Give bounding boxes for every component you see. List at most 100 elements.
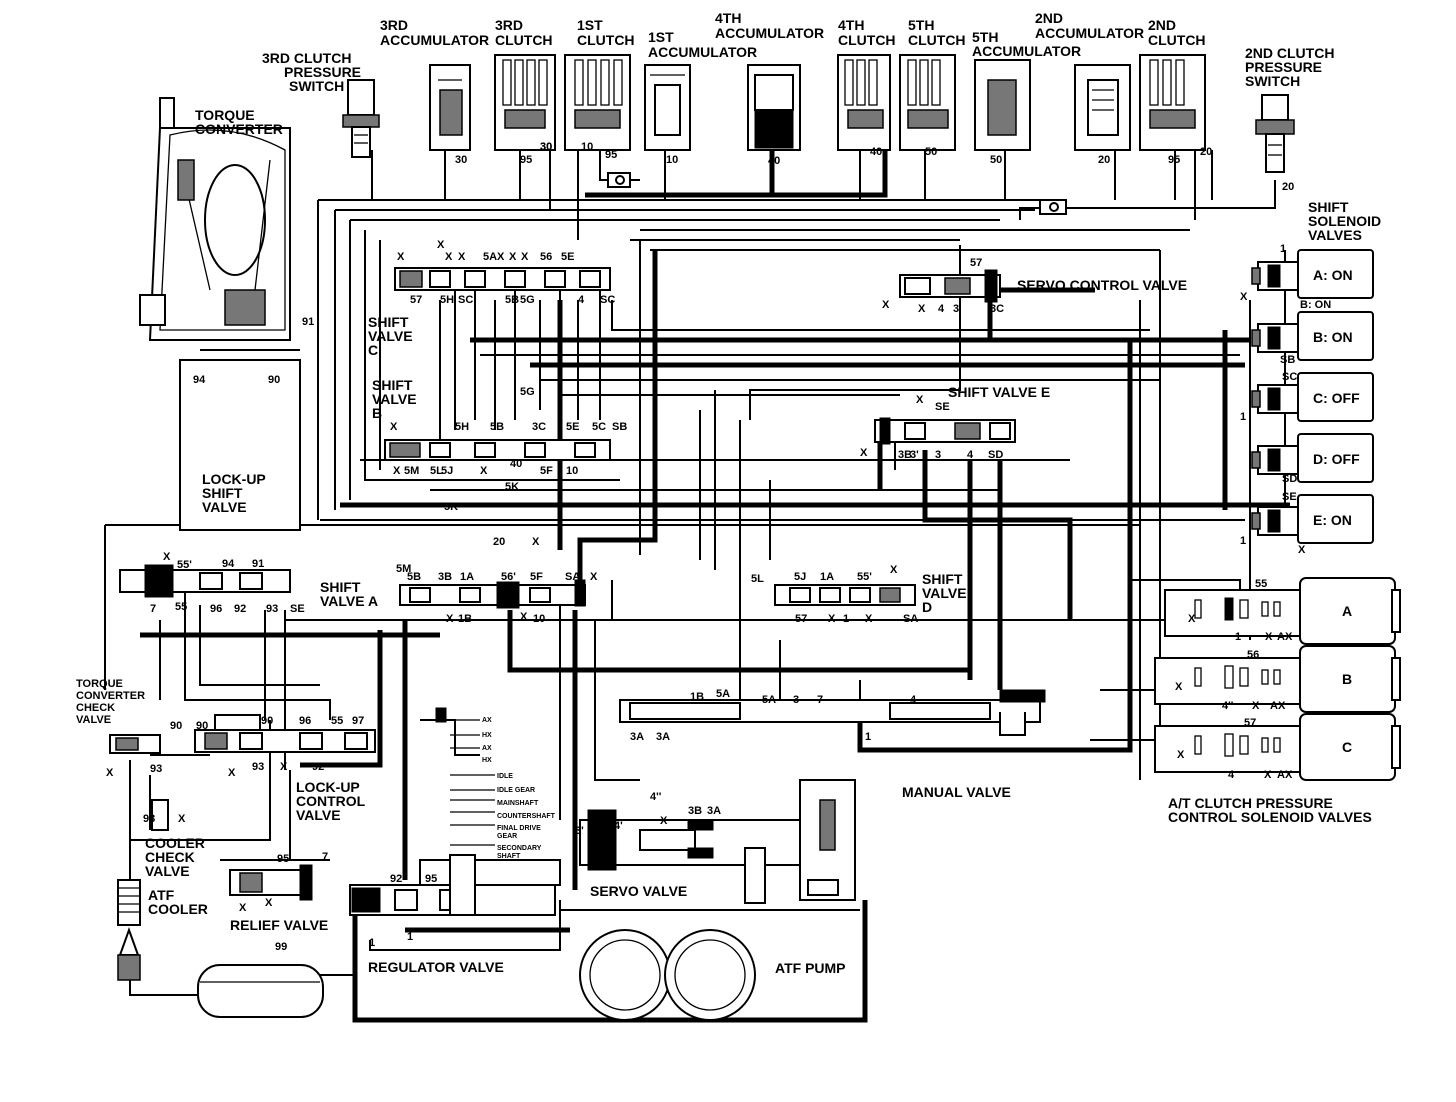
port-label: SD — [988, 449, 1003, 461]
port-label: 1 — [1240, 535, 1246, 547]
port-label: 55 — [1255, 578, 1267, 590]
port-label: 20 — [493, 536, 505, 548]
port-label: 90 — [268, 374, 280, 386]
port-label: X — [437, 239, 445, 251]
port-label: 3' — [575, 825, 584, 837]
port-label: 93 — [252, 761, 264, 773]
port-label: SE — [1282, 491, 1297, 503]
port-label: 3C — [990, 303, 1004, 315]
port-label: 10 — [581, 141, 593, 153]
port-label: X — [882, 299, 890, 311]
shift-solenoid-state: D: OFF — [1313, 451, 1360, 467]
port-label: 5A — [716, 688, 730, 700]
port-label: 56 — [540, 251, 552, 263]
port-label: 90 — [170, 720, 182, 732]
port-label: 5M — [404, 465, 419, 477]
shift-solenoid-c: C: OFF — [1251, 372, 1374, 422]
port-label: 4 — [578, 294, 585, 306]
shaft-labels: AX HX AX HX IDLE IDLE GEAR MAINSHAFT COU… — [482, 717, 556, 860]
shift-solenoid-state: B: ON — [1313, 329, 1353, 345]
port-label: 5H — [440, 294, 454, 306]
port-label: X — [1264, 769, 1272, 781]
port-label: 40 — [870, 146, 882, 158]
port-label: X — [397, 251, 405, 263]
port-label: 5F — [540, 465, 553, 477]
port-label: 5E — [561, 251, 574, 263]
port-label: X — [1188, 613, 1196, 625]
port-label: 7 — [150, 603, 156, 615]
port-label: 56 — [1247, 649, 1259, 661]
port-label: X — [228, 767, 236, 779]
port-label: 4 — [967, 449, 974, 461]
pressure-solenoid-label: C — [1342, 739, 1352, 755]
torque-converter-check-valve — [109, 734, 161, 754]
port-label: 57 — [1244, 717, 1256, 729]
port-label: 5B — [407, 571, 421, 583]
port-label: X — [918, 303, 926, 315]
port-label: AX — [1277, 631, 1293, 643]
label-servo-control-valve: SERVO CONTROL VALVE — [1017, 277, 1187, 293]
atf-cooler — [117, 879, 141, 981]
pressure-solenoid-c: C — [1154, 713, 1401, 781]
port-label: 91 — [252, 558, 264, 570]
port-label: X — [1252, 700, 1260, 712]
port-label: 92 — [390, 873, 402, 885]
second-clutch-pressure-switch — [1255, 94, 1295, 173]
torque-converter — [139, 97, 301, 531]
label-regulator-valve: REGULATOR VALVE — [368, 959, 504, 975]
port-label: 94 — [193, 374, 206, 386]
port-label: 94 — [222, 558, 235, 570]
port-label: X — [480, 465, 488, 477]
port-label: X — [390, 421, 398, 433]
port-label: X — [1175, 681, 1183, 693]
port-label: X — [660, 815, 668, 827]
port-label: 3B — [438, 571, 452, 583]
fifth-accumulator — [974, 59, 1031, 151]
check-ball-valves — [607, 172, 1067, 215]
port-label: 1 — [1280, 243, 1286, 255]
port-label: SE — [935, 401, 950, 413]
pressure-solenoid-label: B — [1342, 671, 1352, 687]
port-label: X — [393, 465, 401, 477]
port-label: X — [509, 251, 517, 263]
lock-up-control-valve — [194, 714, 376, 753]
port-label: 3A — [630, 731, 644, 743]
hydraulic-lines — [104, 150, 1310, 1023]
atf-pump — [579, 929, 756, 1021]
shaft-label: GEAR — [497, 833, 517, 840]
port-label: 56' — [501, 571, 516, 583]
port-label: 55' — [857, 571, 872, 583]
port-label: 5K — [505, 481, 519, 493]
port-label: X — [520, 611, 528, 623]
port-label: 95 — [1168, 154, 1180, 166]
port-label: 91 — [302, 316, 314, 328]
shift-solenoid-d: D: OFF — [1251, 433, 1374, 483]
servo-valve — [579, 779, 856, 904]
port-label: 4 — [910, 694, 917, 706]
port-label: 1 — [407, 931, 413, 943]
port-label: 50 — [925, 146, 937, 158]
shaft-label: IDLE — [497, 773, 513, 780]
port-label: 55 — [331, 715, 343, 727]
port-label: X — [865, 613, 873, 625]
shaft-sensor-lines — [420, 707, 495, 846]
shaft-label: SECONDARY — [497, 845, 542, 852]
label-manual-valve: MANUAL VALVE — [902, 784, 1011, 800]
port-label: 20 — [1282, 181, 1294, 193]
port-label: 10 — [566, 465, 578, 477]
port-label: 95 — [605, 149, 617, 161]
second-accumulator — [1074, 64, 1131, 151]
port-label: 5J — [794, 571, 806, 583]
port-label: 90 — [196, 720, 208, 732]
shaft-label: HX — [482, 732, 492, 739]
port-label: 95 — [425, 873, 437, 885]
port-label: X — [532, 536, 540, 548]
